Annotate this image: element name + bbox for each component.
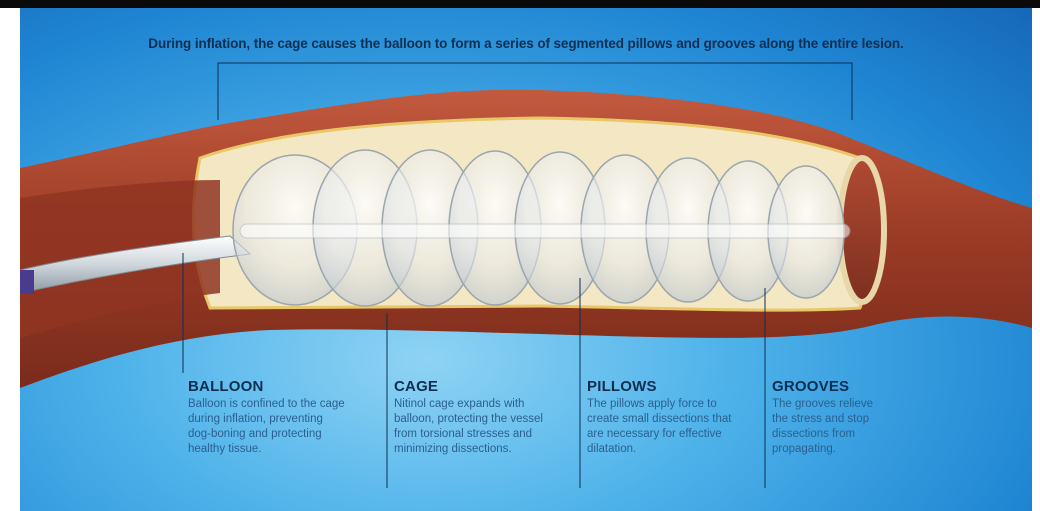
diagram-panel: During inflation, the cage causes the ba… — [20, 8, 1032, 511]
callout-title: PILLOWS — [587, 378, 747, 395]
callout-text: The pillows apply force to create small … — [587, 397, 747, 457]
callout-text: The grooves relieve the stress and stop … — [772, 397, 892, 457]
callout-pillows: PILLOWS The pillows apply force to creat… — [587, 378, 747, 457]
inner-shaft — [240, 224, 850, 238]
diagram-caption: During inflation, the cage causes the ba… — [20, 36, 1032, 51]
callout-title: BALLOON — [188, 378, 348, 395]
callout-title: GROOVES — [772, 378, 892, 395]
top-border — [0, 0, 1040, 8]
catheter-tip-band — [20, 270, 34, 294]
callout-text: Balloon is confined to the cage during i… — [188, 397, 348, 457]
callout-title: CAGE — [394, 378, 554, 395]
callout-text: Nitinol cage expands with balloon, prote… — [394, 397, 554, 457]
callout-cage: CAGE Nitinol cage expands with balloon, … — [394, 378, 554, 457]
callout-balloon: BALLOON Balloon is confined to the cage … — [188, 378, 348, 457]
callout-grooves: GROOVES The grooves relieve the stress a… — [772, 378, 892, 457]
